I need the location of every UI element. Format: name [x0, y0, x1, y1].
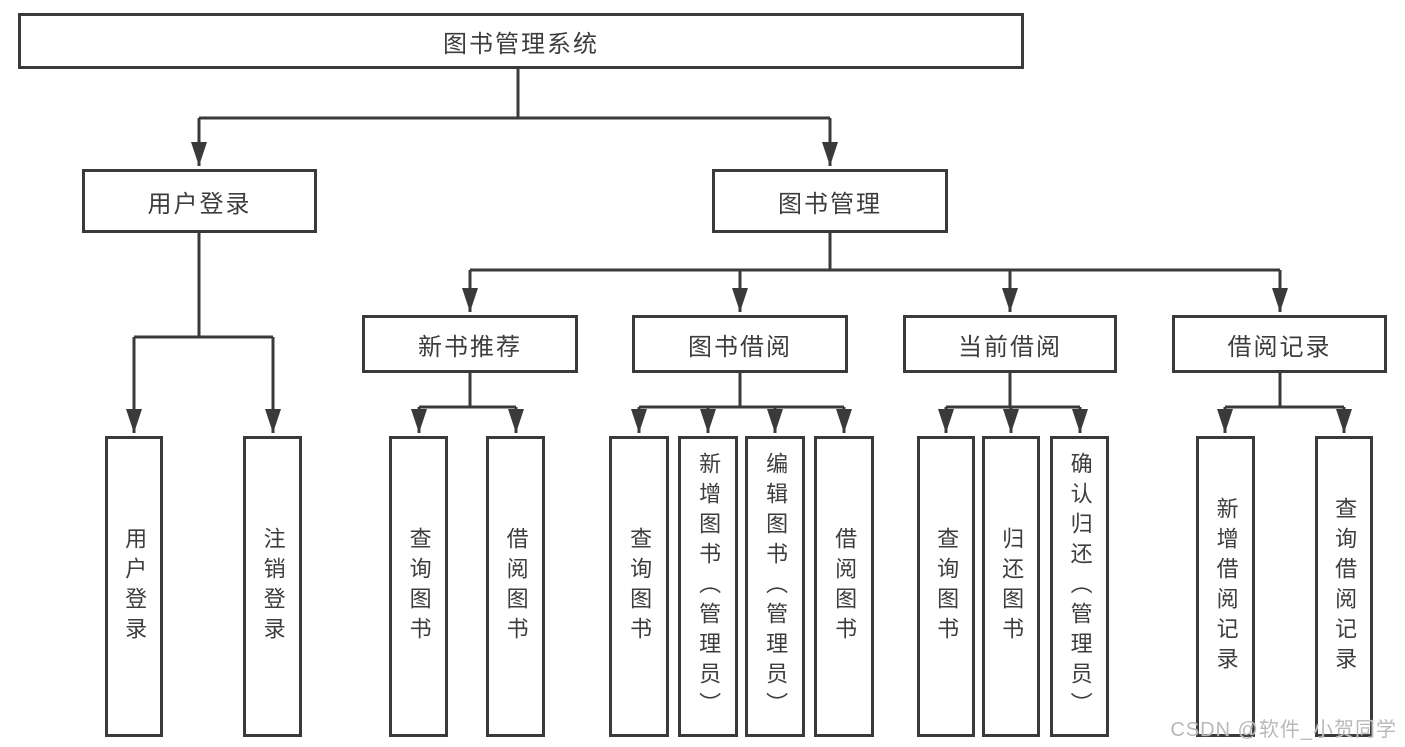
leaf-borrowing-query-books: 查询图书	[609, 436, 669, 737]
node-new-book-recommendation: 新书推荐	[362, 315, 578, 373]
leaf-current-query-books: 查询图书	[917, 436, 975, 737]
node-label: 用户登录	[147, 190, 252, 218]
leaf-newbook-borrow-books: 借阅图书	[486, 436, 545, 737]
node-book-management: 图书管理	[712, 169, 948, 233]
leaf-user-login: 用户登录	[105, 436, 163, 737]
leaf-borrowing-borrow-books: 借阅图书	[814, 436, 874, 737]
leaf-borrowing-add-books-admin: 新增图书（管理员）	[678, 436, 738, 737]
node-label: 查询图书	[934, 526, 960, 647]
leaf-records-query-record: 查询借阅记录	[1315, 436, 1373, 737]
node-label: 图书管理	[778, 190, 882, 218]
node-current-borrowing: 当前借阅	[903, 315, 1117, 373]
node-borrowing-records: 借阅记录	[1172, 315, 1387, 373]
node-label: 新增借阅记录	[1213, 496, 1239, 677]
node-root-system: 图书管理系统	[18, 13, 1024, 69]
node-label: 图书管理系统	[443, 30, 599, 58]
leaf-borrowing-edit-books-admin: 编辑图书（管理员）	[745, 436, 805, 737]
node-label: 确认归还（管理员）	[1067, 451, 1093, 722]
node-label: 查询图书	[627, 526, 653, 647]
node-label: 编辑图书（管理员）	[763, 451, 789, 722]
node-label: 归还图书	[999, 526, 1025, 647]
leaf-current-confirm-return-admin: 确认归还（管理员）	[1050, 436, 1109, 737]
node-label: 查询图书	[406, 526, 432, 647]
node-label: 新增图书（管理员）	[696, 451, 722, 722]
leaf-newbook-query-books: 查询图书	[389, 436, 448, 737]
node-label: 图书借阅	[688, 333, 792, 361]
node-label: 借阅图书	[503, 526, 529, 647]
leaf-current-return-books: 归还图书	[982, 436, 1040, 737]
node-label: 注销登录	[260, 526, 286, 647]
node-label: 借阅图书	[832, 526, 858, 647]
node-label: 新书推荐	[418, 333, 522, 361]
node-label: 用户登录	[122, 526, 148, 647]
node-user-login: 用户登录	[82, 169, 317, 233]
node-label: 当前借阅	[958, 333, 1062, 361]
leaf-records-add-record: 新增借阅记录	[1196, 436, 1255, 737]
node-book-borrowing: 图书借阅	[632, 315, 848, 373]
leaf-logout: 注销登录	[243, 436, 302, 737]
node-label: 查询借阅记录	[1332, 496, 1358, 677]
watermark-text: CSDN @软件_小贺同学	[1170, 719, 1397, 741]
node-label: 借阅记录	[1227, 333, 1332, 361]
